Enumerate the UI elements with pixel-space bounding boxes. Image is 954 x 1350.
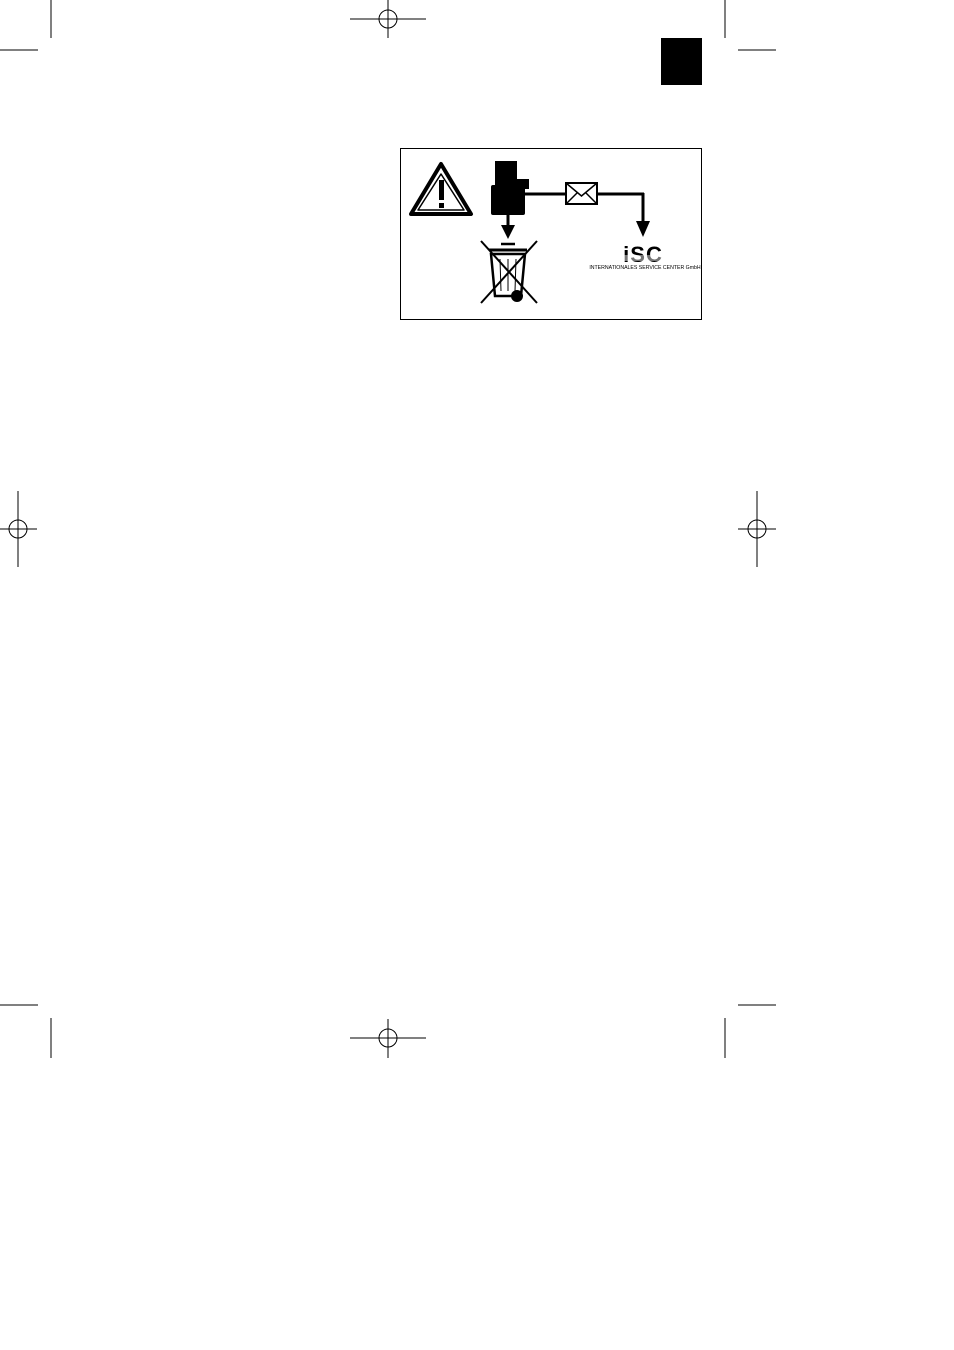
registration-target-icon bbox=[738, 491, 776, 567]
battery-pack-icon bbox=[491, 161, 529, 215]
envelope-icon bbox=[565, 182, 598, 205]
diagram-canvas: iSC INTERNATIONALES SERVICE CENTER GmbH bbox=[409, 161, 701, 304]
registration-target-icon bbox=[350, 1019, 426, 1058]
registration-target-icon bbox=[350, 0, 426, 38]
registration-target-icon bbox=[0, 491, 37, 567]
isc-wordmark: iSC bbox=[623, 242, 663, 267]
arrow-to-service-center bbox=[525, 192, 650, 237]
warning-triangle-icon bbox=[409, 162, 473, 216]
isc-tagline: INTERNATIONALES SERVICE CENTER GmbH bbox=[589, 265, 701, 271]
crop-mark-icon bbox=[724, 0, 776, 51]
arrow-to-bin bbox=[501, 215, 515, 239]
crop-mark-icon bbox=[724, 1004, 776, 1058]
page-tab bbox=[661, 38, 702, 85]
crop-mark-icon bbox=[0, 1004, 52, 1058]
isc-logo: iSC INTERNATIONALES SERVICE CENTER GmbH bbox=[589, 242, 701, 271]
crop-mark-icon bbox=[0, 0, 52, 51]
battery-disposal-diagram: iSC INTERNATIONALES SERVICE CENTER GmbH bbox=[400, 148, 702, 320]
crossed-out-wheelie-bin-icon bbox=[480, 240, 538, 304]
